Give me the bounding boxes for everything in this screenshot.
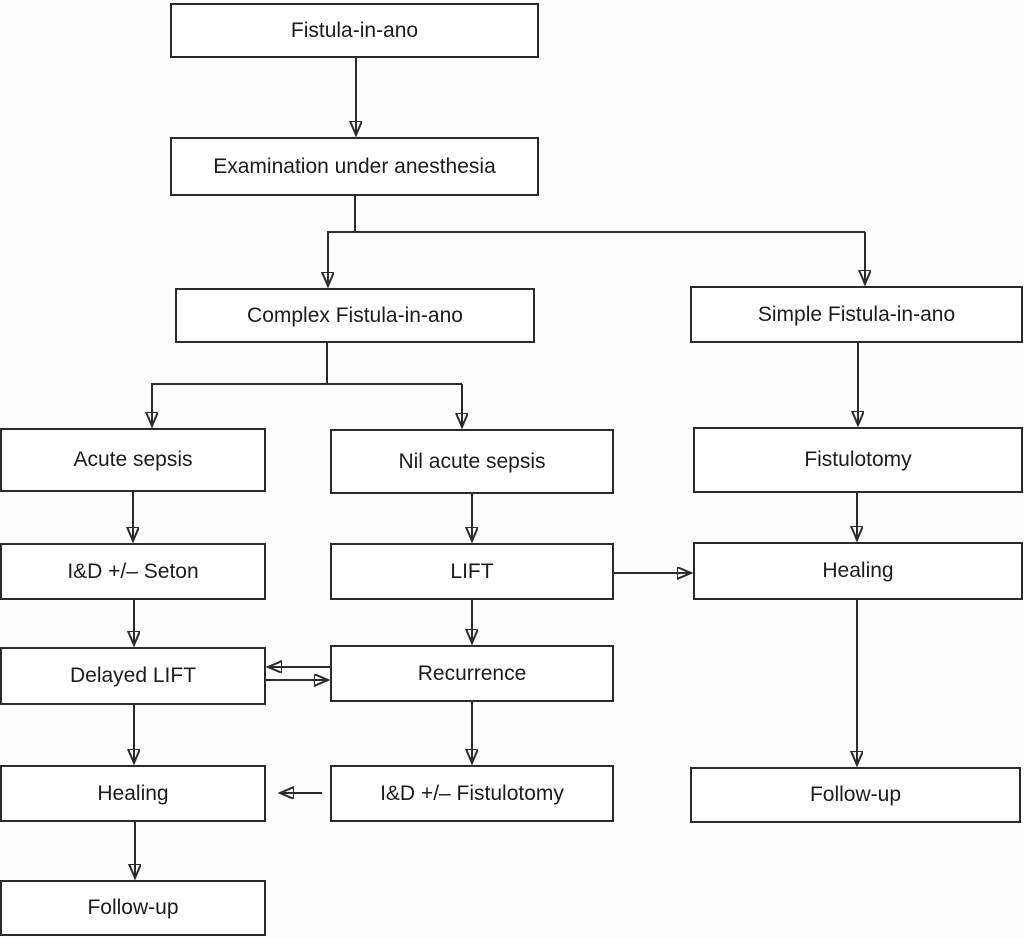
node-id-fistulotomy: I&D +/– Fistulotomy [330, 765, 614, 822]
arrow-eua-to-complex [328, 231, 865, 286]
node-simple-fistula-in-ano: Simple Fistula-in-ano [690, 286, 1023, 343]
node-followup-right: Follow-up [690, 767, 1021, 823]
node-acute-sepsis: Acute sepsis [0, 428, 266, 492]
node-fistulotomy: Fistulotomy [693, 427, 1023, 493]
node-lift: LIFT [330, 543, 614, 600]
node-delayed-lift: Delayed LIFT [0, 647, 266, 705]
node-complex-fistula-in-ano: Complex Fistula-in-ano [175, 288, 535, 343]
node-healing-right: Healing [693, 542, 1023, 600]
node-examination-under-anesthesia: Examination under anesthesia [170, 137, 539, 196]
node-id-seton: I&D +/– Seton [0, 543, 266, 600]
node-healing-left: Healing [0, 765, 266, 822]
node-fistula-in-ano: Fistula-in-ano [170, 3, 539, 58]
node-nil-acute-sepsis: Nil acute sepsis [330, 429, 614, 494]
node-recurrence: Recurrence [330, 645, 614, 702]
arrow-complex-to-acute-sepsis [152, 383, 462, 426]
node-followup-left: Follow-up [0, 880, 266, 936]
